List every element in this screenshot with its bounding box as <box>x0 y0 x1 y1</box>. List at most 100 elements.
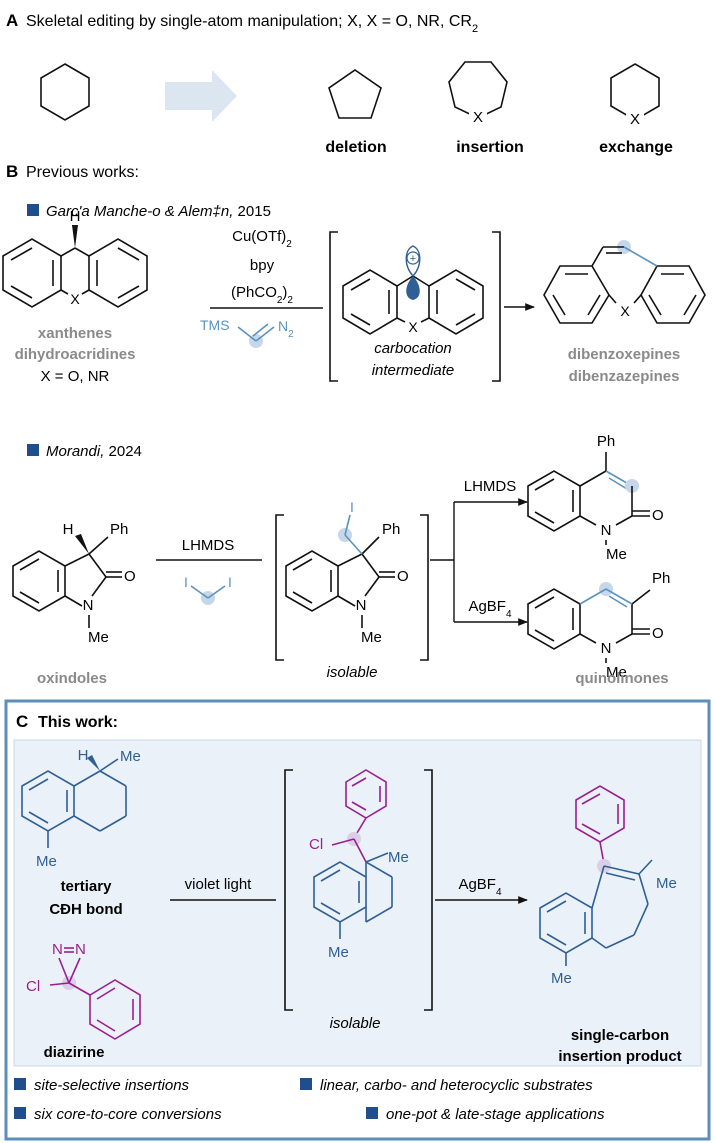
intermediate-cl-label: Cl <box>309 836 323 853</box>
bracket-right <box>420 514 429 661</box>
charge-plus: + <box>410 253 416 265</box>
bracket-left <box>284 769 293 1011</box>
bracket-left <box>329 231 338 382</box>
transformation-arrow <box>165 70 237 122</box>
diazirine-label: diazirine <box>44 1044 105 1061</box>
feature-bullet: one-pot & late-stage applications <box>386 1106 605 1123</box>
oxindole-structure <box>12 536 122 628</box>
oxindole-o-label: O <box>124 568 136 585</box>
oxepine-x-label: X <box>620 303 630 319</box>
positive-charge-icon <box>406 251 420 265</box>
diazirine-n-label: N <box>52 941 63 958</box>
oxindole-me-label: Me <box>88 629 109 646</box>
section-c: C This work: H Me Me tertiary CÐH bond N… <box>4 699 711 1141</box>
azepane-ring <box>448 61 508 119</box>
benzocycloheptene-product: Me Me <box>539 785 677 987</box>
quinolinone-top-n: N <box>601 522 612 539</box>
section-b-letter: B <box>6 162 18 181</box>
substrate-label-2: CÐH bond <box>49 901 122 918</box>
iodine-label: I <box>228 574 232 590</box>
product-me2-label: Me <box>551 970 572 987</box>
bullet-square-icon <box>14 1078 26 1090</box>
section-b-title: Previous works: <box>26 164 139 181</box>
insertion-label: insertion <box>456 139 524 156</box>
bullet-square-icon <box>27 444 39 456</box>
phenyl-ring <box>345 769 387 819</box>
substrate-name-2: dihydroacridines <box>15 346 136 363</box>
reagent-lhmds-top: LHMDS <box>464 478 517 495</box>
reagent-agbf4: AgBF4 <box>458 876 502 898</box>
substrate-name-1: xanthenes <box>38 325 112 342</box>
xanthene-structure <box>2 238 148 308</box>
intermediate-label-2: intermediate <box>372 362 455 379</box>
reagent-cu-otf: Cu(OTf)2 <box>232 228 292 250</box>
chlorobenzyl-intermediate: Cl Me Me <box>309 769 409 961</box>
diazo-n2-label: N2 <box>278 318 294 340</box>
oxindole-name: oxindoles <box>37 670 107 687</box>
deletion-label: deletion <box>325 139 386 156</box>
intermediate-n-label: N <box>356 597 367 614</box>
iodine-label: I <box>184 574 188 590</box>
intermediate-label-1: carbocation <box>374 340 452 357</box>
intermediate-me-label: Me <box>388 849 409 866</box>
bullet-square-icon <box>14 1107 26 1119</box>
reagent-benzoyl-peroxide: (PhCO2)2 <box>231 284 293 306</box>
product-label-1: single-carbon <box>571 1027 669 1044</box>
work1-citation: Garc'a Manche-o & Alem‡n, 2015 <box>46 203 271 220</box>
diazirine-cl-label: Cl <box>26 978 40 995</box>
filled-p-orbital-icon <box>406 276 420 300</box>
bullet-square-icon <box>27 204 39 216</box>
reagent-bpy: bpy <box>250 257 275 274</box>
tetralin-structure <box>21 758 127 848</box>
section-a-letter: A <box>6 11 18 30</box>
substrate-label-1: tertiary <box>61 878 113 895</box>
tetralin-me2-label: Me <box>36 853 57 870</box>
quinolinone-top-o: O <box>652 507 664 524</box>
quinolinone-top-structure <box>527 452 650 545</box>
exchange-label: exchange <box>599 139 673 156</box>
cyclohexane-ring <box>40 63 90 121</box>
reagent-lhmds: LHMDS <box>182 537 235 554</box>
intermediate-ph-label: Ph <box>382 521 400 538</box>
quinolinone-top-me: Me <box>606 546 627 563</box>
quinolinone-bottom-o: O <box>652 625 664 642</box>
reagent-agbf4: AgBF4 <box>468 598 512 620</box>
section-b: B Previous works: Garc'a Manche-o & Alem… <box>2 162 706 687</box>
oxindole-h-label: H <box>63 521 74 538</box>
feature-bullet: six core-to-core conversions <box>34 1106 222 1123</box>
iodomethyl-oxindole-structure <box>285 536 395 628</box>
cyclopentane-ring <box>328 69 382 119</box>
insertion-x-label: X <box>473 109 483 126</box>
intermediate-me2-label: Me <box>328 944 349 961</box>
phenyl-ring <box>575 785 625 843</box>
feature-bullet: linear, carbo- and heterocyclic substrat… <box>320 1077 593 1094</box>
quinolinone-bottom-me: Me <box>606 664 627 681</box>
substrate-x-definition: X = O, NR <box>41 368 110 385</box>
quinolinone-bottom-structure <box>527 588 651 663</box>
section-c-letter: C <box>16 712 28 731</box>
section-a-title: Skeletal editing by single-atom manipula… <box>26 13 478 35</box>
wedge-bond <box>75 534 89 554</box>
isolable-label: isolable <box>327 664 378 681</box>
carbocation-structure <box>342 269 484 335</box>
wedge-bond <box>87 755 100 771</box>
exchange-x-label: X <box>630 111 640 128</box>
section-c-title: This work: <box>38 714 118 731</box>
section-a: A Skeletal editing by single-atom manipu… <box>6 11 673 156</box>
carbocation-x-label: X <box>408 319 418 335</box>
oxindole-n-label: N <box>83 597 94 614</box>
wedge-bond <box>72 225 78 248</box>
dibenzoxepine-structure <box>543 265 706 324</box>
work2-citation: Morandi, 2024 <box>46 443 142 460</box>
product-name-1: dibenzoxepines <box>568 346 681 363</box>
xanthene-x-label: X <box>70 291 80 307</box>
iodine-label: I <box>350 499 354 515</box>
quinolinone-top-ph: Ph <box>597 433 615 450</box>
tetralin-me-label: Me <box>120 748 141 765</box>
intermediate-me-label: Me <box>361 629 382 646</box>
bracket-right <box>492 231 501 382</box>
quinolinone-name: quinolinones <box>575 670 668 687</box>
phenyl-ring <box>89 979 141 1040</box>
diazirine-n-label: N <box>75 941 86 958</box>
